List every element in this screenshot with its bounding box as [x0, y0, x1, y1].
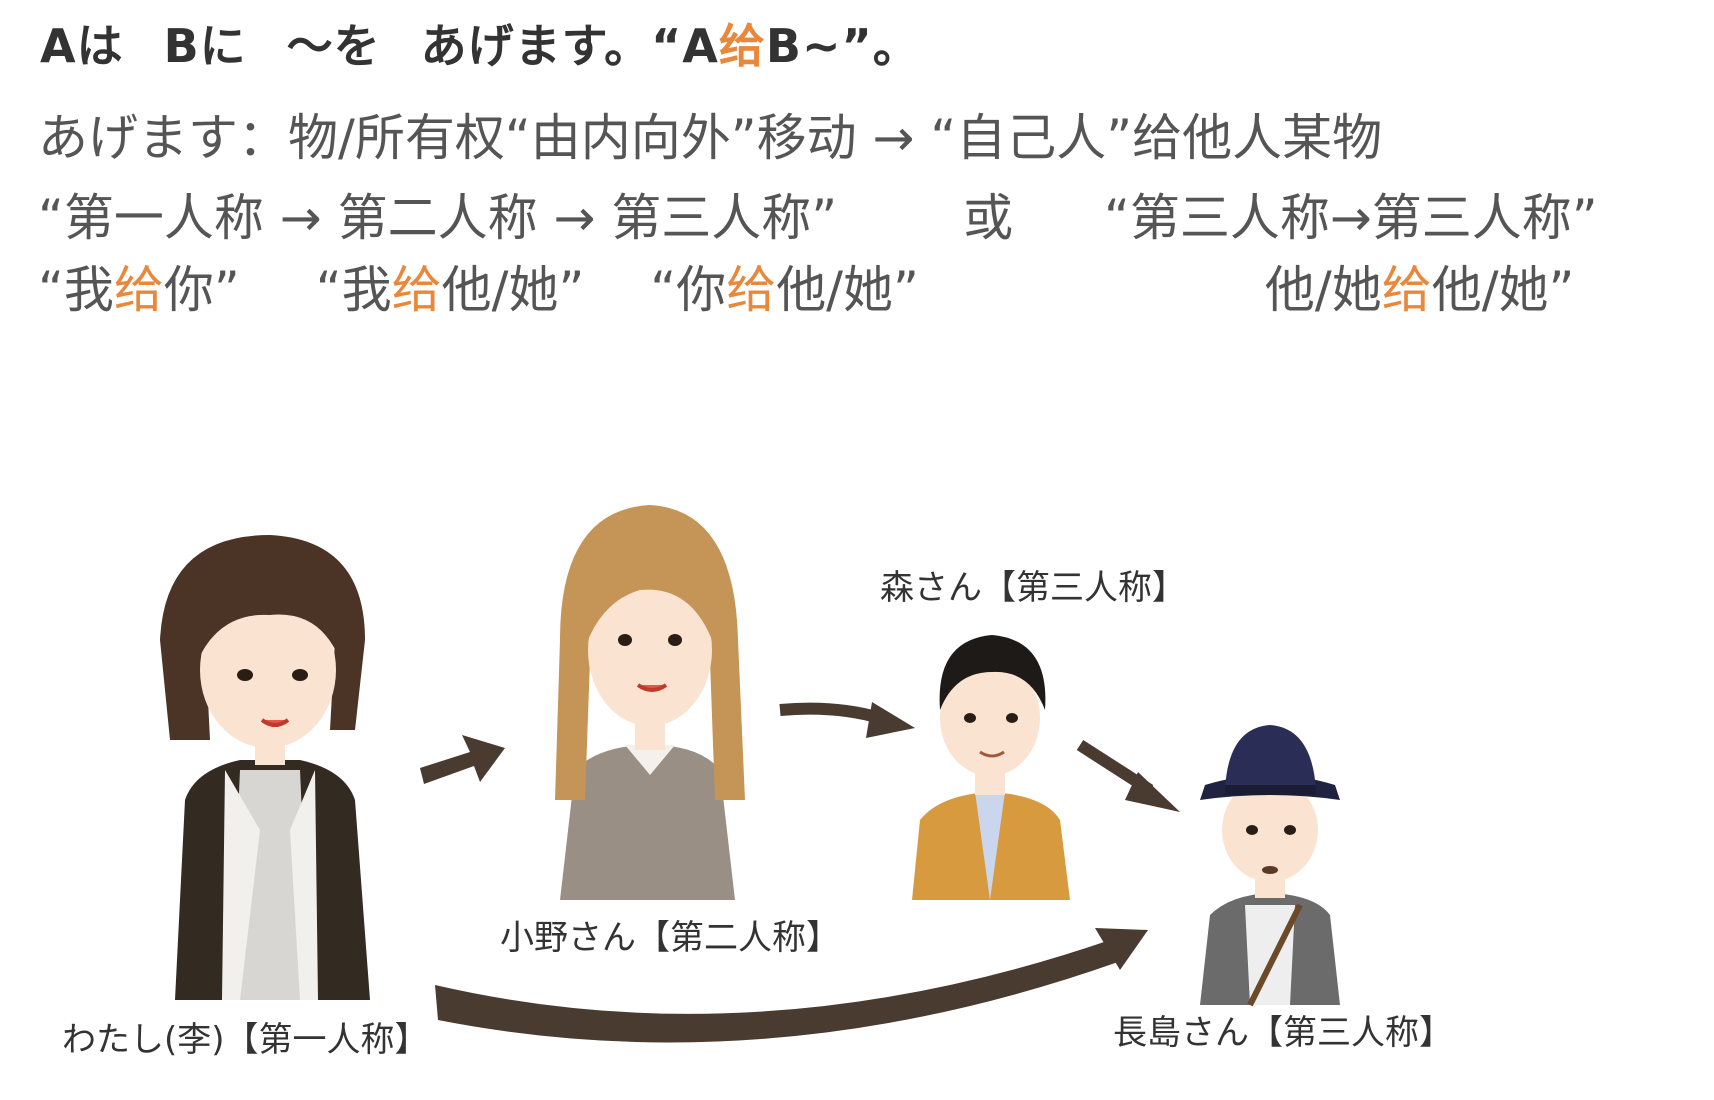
examples-line: “我给你” “我给他/她” “你给他/她” 他/她给他/她”	[38, 250, 1574, 322]
example-1: “我给你”	[38, 261, 240, 319]
arrow-watashi-to-ono	[420, 735, 505, 784]
title-highlight: 给	[718, 19, 766, 73]
persons-right: “第三人称→第三人称”	[1103, 189, 1598, 247]
label-nagashima: 長島さん【第三人称】	[1113, 1013, 1453, 1053]
page-title: Aは Bに〜をあげます。“A给B~”。	[40, 10, 920, 76]
example-3: “你给他/她”	[650, 261, 919, 319]
persons-left: “第一人称 → 第二人称 → 第三人称”	[38, 189, 838, 247]
nagashima-figure	[1200, 725, 1340, 1007]
title-d: あげます。“A	[420, 19, 719, 73]
example-4: 他/她给他/她”	[1264, 261, 1575, 319]
label-watashi: わたし(李)【第一人称】	[62, 1020, 429, 1060]
label-ono: 小野さん【第二人称】	[500, 918, 840, 958]
title-e: B~”。	[765, 19, 920, 73]
ono-figure	[555, 505, 745, 900]
definition-line: あげます：物/所有权“由内向外”移动 → “自己人”给他人某物	[38, 109, 1383, 167]
title-c: 〜を	[286, 19, 381, 73]
mori-figure	[912, 635, 1070, 900]
example-2: “我给他/她”	[315, 261, 585, 319]
persons-or: 或	[963, 189, 1014, 247]
arrow-ono-to-mori	[779, 702, 915, 738]
arrow-watashi-to-nagashima	[435, 928, 1148, 1043]
persons-line: “第一人称 → 第二人称 → 第三人称” 或 “第三人称→第三人称”	[38, 178, 1598, 250]
title-a: Aは	[40, 19, 124, 73]
watashi-figure	[160, 535, 370, 1000]
arrow-mori-to-nagashima	[1076, 739, 1180, 812]
title-b: Bに	[163, 19, 247, 73]
label-mori: 森さん【第三人称】	[880, 568, 1186, 608]
